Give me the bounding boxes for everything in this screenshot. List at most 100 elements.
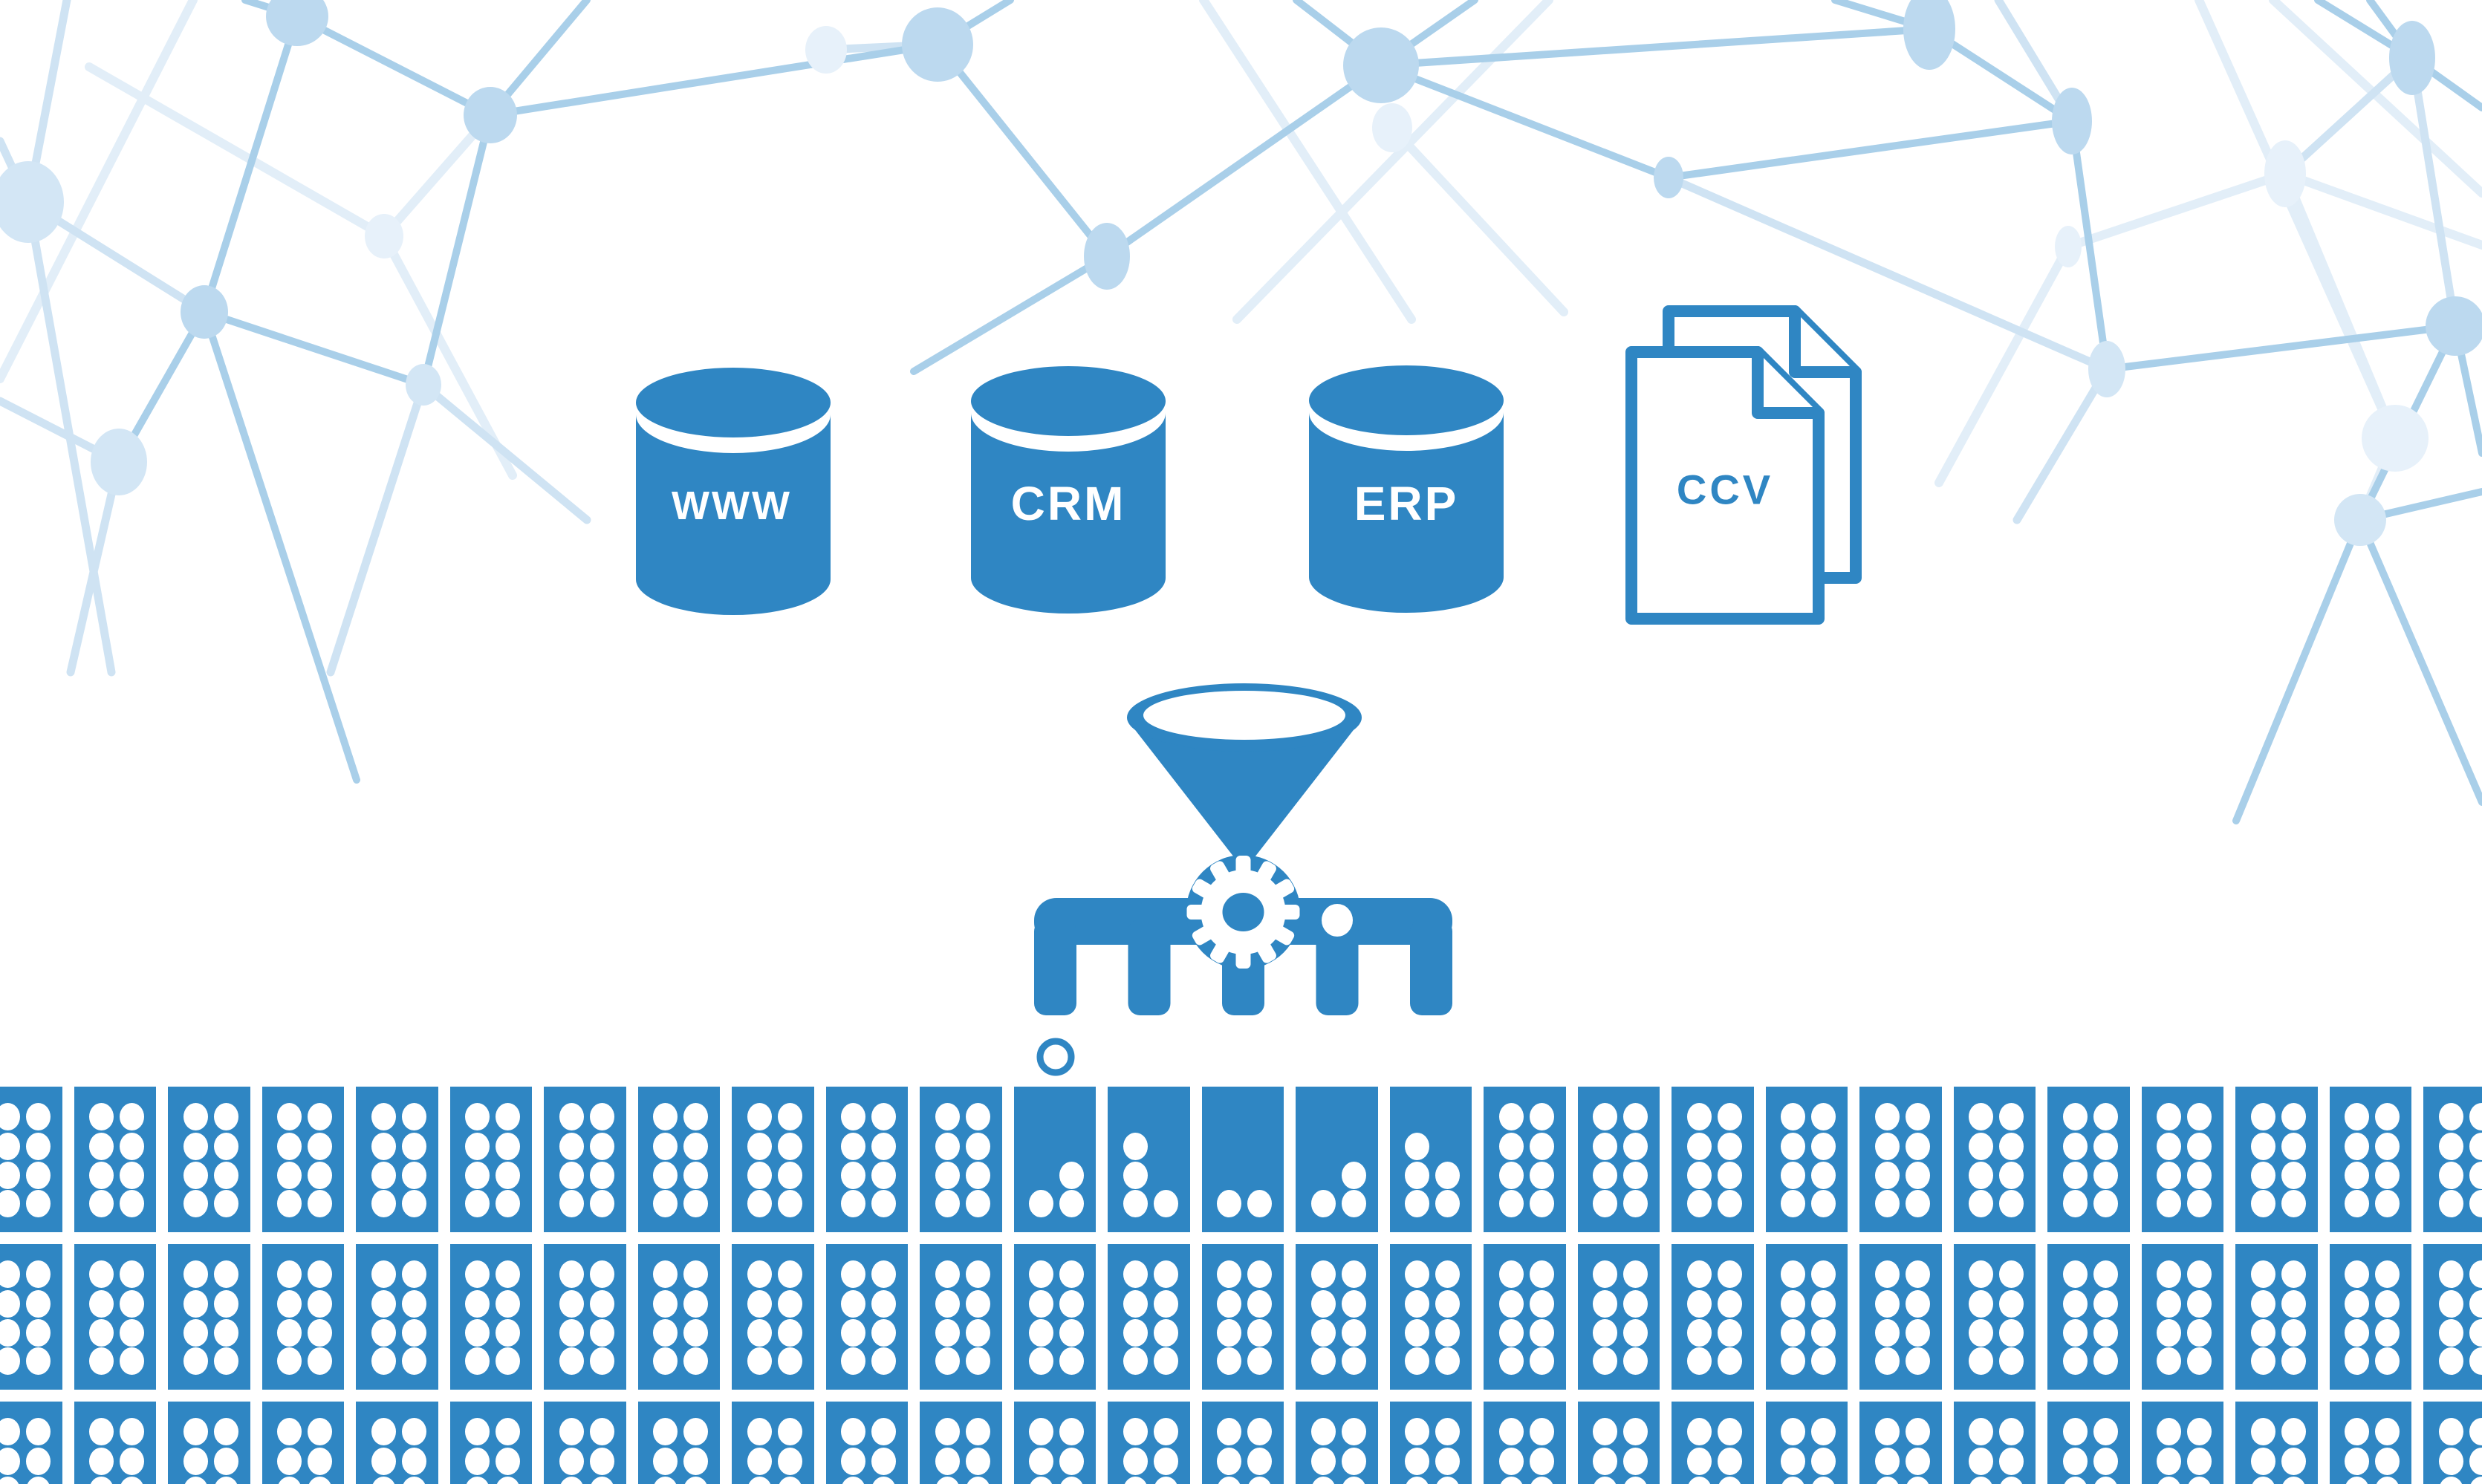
brick-dot [1123, 1161, 1148, 1189]
brick-dot [2375, 1318, 2400, 1347]
brick-dot [2375, 1347, 2400, 1375]
brick-dot [653, 1289, 678, 1318]
brick-dot [183, 1289, 208, 1318]
brick-dot [2157, 1289, 2181, 1318]
datasource-label-ccv: CCV [1676, 466, 1774, 513]
brick-dot [401, 1161, 426, 1189]
brick-dot [496, 1161, 520, 1189]
brick-dot [1341, 1347, 1366, 1375]
brick-dot [496, 1189, 520, 1217]
data-brick [2423, 1402, 2482, 1484]
brick-dot [1529, 1102, 1554, 1130]
brick-dot [1593, 1189, 1617, 1217]
brick-dot [213, 1189, 238, 1217]
brick-dot [1593, 1318, 1617, 1347]
data-brick [1389, 1087, 1472, 1232]
brick-dot [1341, 1260, 1366, 1288]
brick-dot [1717, 1347, 1742, 1375]
brick-dot [465, 1289, 490, 1318]
brick-dot [589, 1289, 614, 1318]
brick-dot [935, 1347, 960, 1375]
brick-dot [935, 1161, 960, 1189]
brick-dot [2250, 1447, 2275, 1475]
brick-dot [213, 1476, 238, 1484]
brick-dot [1123, 1189, 1148, 1217]
brick-dot [683, 1447, 708, 1475]
brick-dot [1593, 1476, 1617, 1484]
brick-dot [1999, 1161, 2024, 1189]
brick-dot [1153, 1447, 1178, 1475]
brick-dot [559, 1132, 584, 1160]
brick-dot [183, 1132, 208, 1160]
brick-dot [871, 1289, 896, 1318]
brick-dot [2345, 1102, 2369, 1130]
brick-dot [559, 1476, 584, 1484]
brick-dot [1781, 1102, 1805, 1130]
brick-dot [2345, 1447, 2369, 1475]
data-brick [0, 1087, 62, 1232]
data-brick [1013, 1087, 1096, 1232]
brick-dot [1059, 1189, 1084, 1217]
brick-dot [589, 1132, 614, 1160]
brick-dot [465, 1476, 490, 1484]
data-brick [261, 1087, 344, 1232]
brick-dot [1969, 1417, 1993, 1445]
brick-dot [965, 1260, 990, 1288]
brick-dot [1874, 1447, 1900, 1475]
brick-dot [2250, 1189, 2275, 1217]
brick-dot [25, 1161, 51, 1189]
brick-dot [1905, 1417, 1930, 1445]
brick-dot [277, 1347, 302, 1375]
brick-dot [371, 1417, 396, 1445]
brick-dot [841, 1289, 865, 1318]
brick-dot [1717, 1318, 1742, 1347]
brick-dot [0, 1318, 20, 1347]
brick-dot [559, 1347, 584, 1375]
brick-dot [1341, 1476, 1366, 1484]
data-brick [1108, 1402, 1190, 1484]
brick-dot [1905, 1189, 1930, 1217]
data-brick [2235, 1244, 2318, 1390]
brick-dot [277, 1102, 302, 1130]
brick-dot [1059, 1289, 1084, 1318]
brick-dot [1217, 1260, 1241, 1288]
brick-dot [1029, 1347, 1053, 1375]
brick-dot [747, 1260, 772, 1288]
brick-dot [1153, 1476, 1178, 1484]
brick-dot [2250, 1132, 2275, 1160]
brick-dot [1498, 1447, 1524, 1475]
data-brick [1013, 1244, 1096, 1390]
data-brick [2047, 1087, 2130, 1232]
brick-dot [1405, 1347, 1429, 1375]
brick-dot [653, 1318, 678, 1347]
brick-dot [1029, 1189, 1053, 1217]
brick-dot [465, 1260, 490, 1288]
brick-dot [1969, 1161, 1993, 1189]
brick-dot [841, 1260, 865, 1288]
brick-dot [25, 1476, 51, 1484]
brick-dot [2187, 1318, 2212, 1347]
database-icon-erp [1309, 365, 1504, 613]
brick-dot [589, 1318, 614, 1347]
brick-dot [589, 1447, 614, 1475]
brick-dot [2062, 1447, 2088, 1475]
brick-dot [1529, 1476, 1554, 1484]
brick-dot [0, 1260, 20, 1288]
brick-dot [777, 1289, 802, 1318]
brick-dot [653, 1417, 678, 1445]
brick-dot [1969, 1476, 1993, 1484]
data-brick [0, 1244, 62, 1390]
brick-dot [2281, 1260, 2306, 1288]
brick-dot [25, 1102, 51, 1130]
droplet-icon [1036, 1038, 1075, 1076]
brick-dot [935, 1189, 960, 1217]
data-brick [637, 1244, 720, 1390]
brick-dot [1498, 1347, 1524, 1375]
brick-dot [841, 1161, 865, 1189]
brick-dot [683, 1289, 708, 1318]
brick-dot [120, 1189, 144, 1217]
brick-dot [2375, 1161, 2400, 1189]
data-brick [356, 1087, 438, 1232]
